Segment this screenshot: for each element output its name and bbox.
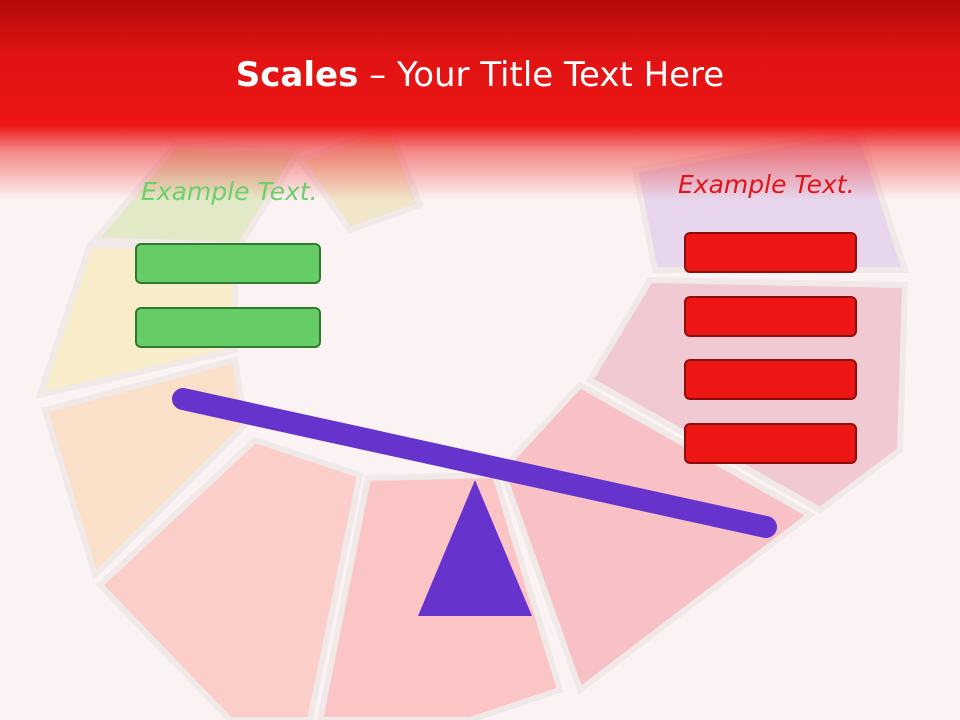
red-box bbox=[684, 422, 857, 464]
red-box bbox=[684, 232, 857, 273]
red-box bbox=[684, 295, 857, 337]
scale-fulcrum-triangle bbox=[418, 480, 532, 616]
red-box bbox=[684, 359, 857, 400]
green-box bbox=[135, 307, 321, 348]
slide-title: Scales – Your Title Text Here bbox=[0, 52, 960, 98]
scale-beam bbox=[172, 388, 777, 538]
right-example-text: Example Text. bbox=[678, 170, 855, 199]
green-box bbox=[135, 243, 321, 284]
title-text: – Your Title Text Here bbox=[358, 55, 725, 95]
title-bold-word: Scales bbox=[235, 55, 359, 95]
header-banner: Scales – Your Title Text Here bbox=[0, 0, 960, 200]
left-example-text: Example Text. bbox=[141, 177, 318, 206]
wheel-segment bbox=[95, 436, 364, 720]
wheel-segment bbox=[498, 381, 816, 695]
wheel-segment bbox=[41, 356, 249, 581]
